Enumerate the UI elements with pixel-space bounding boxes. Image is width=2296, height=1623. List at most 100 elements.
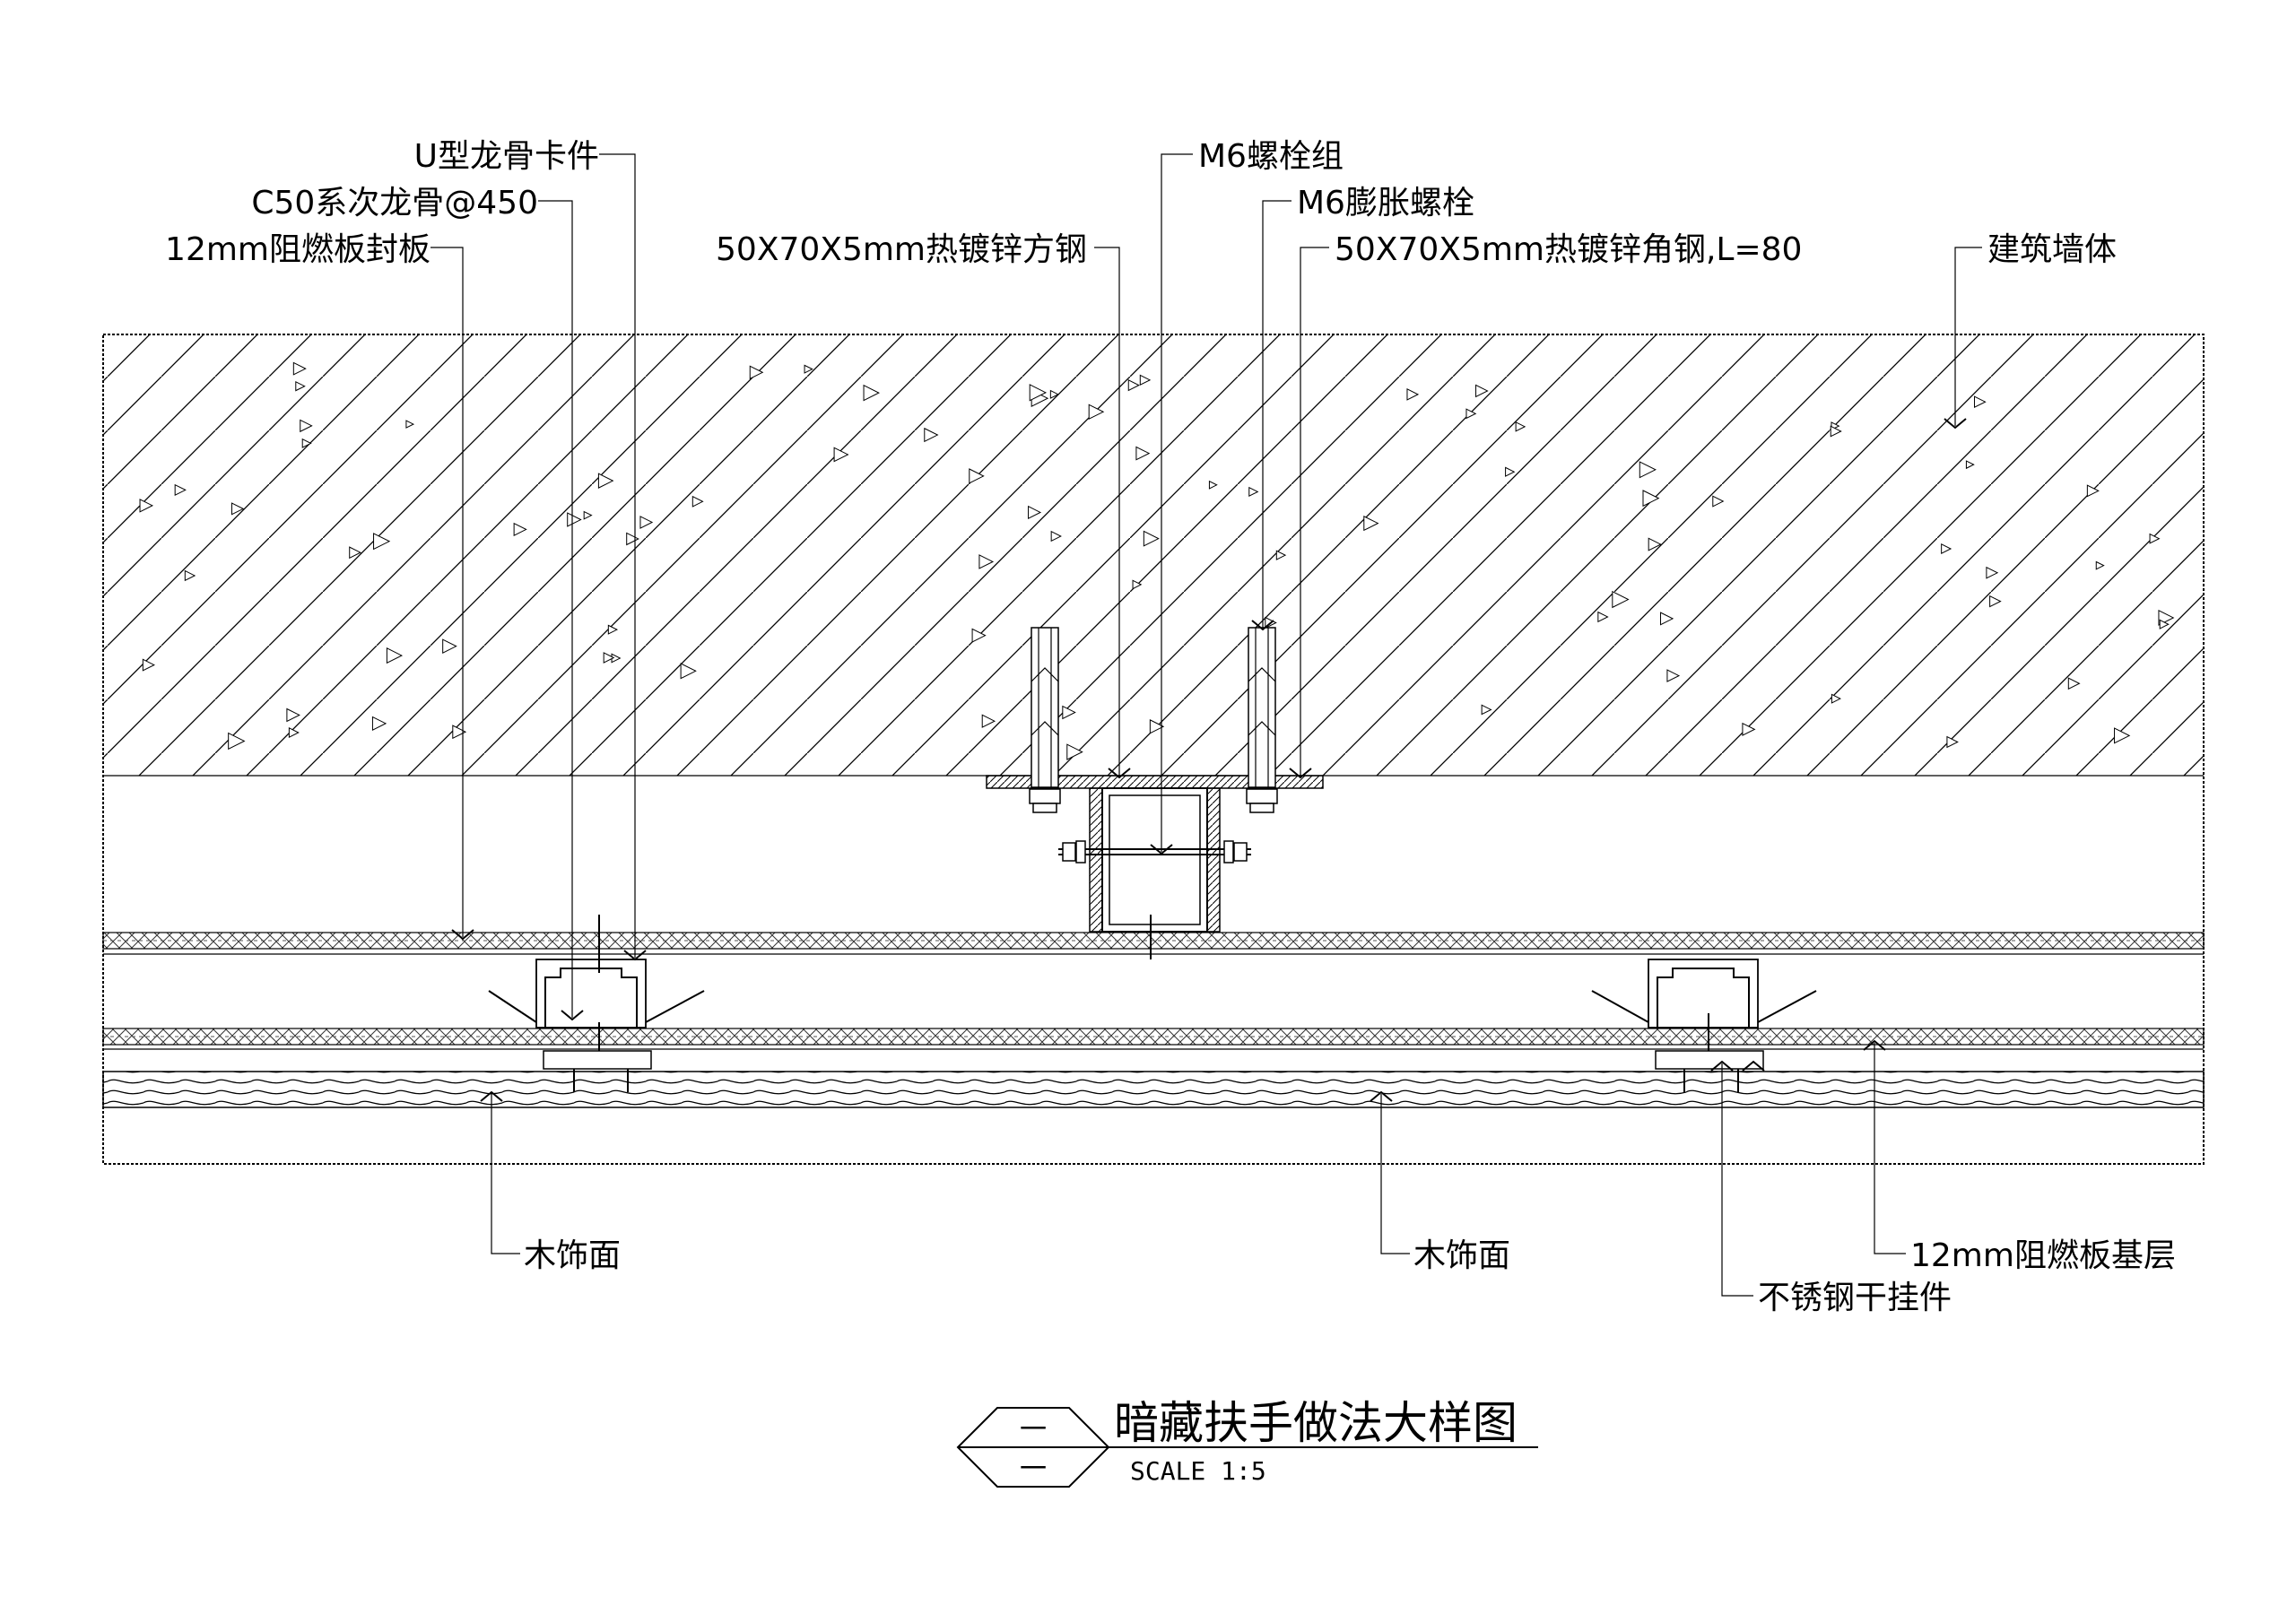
- drawing-frame: [102, 334, 2205, 1165]
- drawing-title: 暗藏扶手做法大样图: [1114, 1397, 1518, 1449]
- aggregate-mark: [1515, 421, 1526, 432]
- concrete-aggregate-marks: [139, 361, 2175, 760]
- aggregate-mark: [184, 569, 196, 582]
- label-board-base: 12mm阻燃板基层: [1910, 1237, 2176, 1274]
- aggregate-mark: [1066, 743, 1083, 760]
- aggregate-mark: [174, 483, 187, 497]
- aggregate-mark: [1612, 590, 1630, 609]
- aggregate-mark: [513, 522, 527, 536]
- aggregate-mark: [1208, 480, 1218, 490]
- aggregate-mark: [1830, 425, 1842, 438]
- aggregate-mark: [567, 512, 582, 527]
- aggregate-mark: [1143, 530, 1160, 547]
- aggregate-mark: [1648, 537, 1662, 551]
- label-square-steel: 50X70X5mm热镀锌方钢: [716, 231, 1087, 268]
- aggregate-mark: [286, 707, 300, 723]
- label-m6-expansion-bolt: M6膨胀螺栓: [1297, 185, 1474, 221]
- aggregate-mark: [288, 727, 300, 739]
- aggregate-mark: [749, 365, 764, 380]
- aggregate-mark: [680, 663, 697, 680]
- title-block: 一 一 暗藏扶手做法大样图 SCALE 1:5: [956, 1397, 1538, 1488]
- aggregate-mark: [626, 532, 639, 546]
- aggregate-mark: [442, 638, 457, 654]
- aggregate-mark: [1973, 395, 1987, 409]
- aggregate-mark: [2149, 533, 2161, 544]
- aggregate-mark: [1831, 693, 1841, 704]
- detail-number-bottom: 一: [1020, 1454, 1047, 1485]
- drawing-scale: SCALE 1:5: [1130, 1456, 1266, 1486]
- label-u-clip: U型龙骨卡件: [414, 138, 599, 175]
- label-wood-veneer-mid: 木饰面: [1413, 1237, 1510, 1274]
- aggregate-mark: [1028, 505, 1042, 519]
- aggregate-mark: [349, 546, 361, 560]
- aggregate-mark: [1135, 446, 1151, 461]
- aggregate-mark: [371, 716, 387, 731]
- aggregate-mark: [981, 714, 996, 728]
- wood-veneer-layer: [102, 1071, 2205, 1108]
- expansion-bolt-right: [1246, 627, 1278, 813]
- aggregate-mark: [1986, 566, 1999, 579]
- aggregate-mark: [969, 468, 985, 484]
- aggregate-mark: [1132, 579, 1143, 590]
- aggregate-mark: [2095, 560, 2105, 570]
- aggregate-mark: [639, 516, 654, 529]
- aggregate-mark: [300, 419, 313, 433]
- aggregate-mark: [1149, 719, 1165, 734]
- aggregate-mark: [228, 732, 246, 751]
- aggregate-mark: [1660, 612, 1674, 626]
- aggregate-mark: [1989, 595, 2002, 608]
- building-wall: [103, 334, 2204, 777]
- aggregate-mark: [230, 502, 245, 516]
- aggregate-mark: [1941, 543, 1952, 554]
- aggregate-mark: [603, 652, 615, 664]
- aggregate-mark: [1666, 669, 1681, 682]
- aggregate-mark: [1639, 461, 1657, 479]
- fire-retardant-board-base-layer: [102, 1028, 2205, 1046]
- aggregate-mark: [597, 473, 614, 489]
- aggregate-mark: [978, 554, 995, 569]
- aggregate-mark: [405, 420, 415, 429]
- fire-retardant-board-seal-layer: [102, 932, 2205, 950]
- aggregate-mark: [607, 624, 619, 635]
- aggregate-mark: [1248, 486, 1259, 498]
- aggregate-mark: [292, 361, 307, 376]
- aggregate-mark: [1597, 611, 1609, 623]
- aggregate-mark: [373, 533, 391, 551]
- aggregate-mark: [1029, 384, 1048, 402]
- aggregate-mark: [2114, 727, 2131, 744]
- square-steel-assembly: [986, 775, 1324, 959]
- aggregate-mark: [804, 364, 813, 374]
- aggregate-mark: [1712, 495, 1725, 508]
- aggregate-mark: [452, 725, 467, 740]
- aggregate-mark: [924, 427, 939, 443]
- aggregate-mark: [1481, 704, 1492, 716]
- label-wood-veneer-left: 木饰面: [524, 1237, 621, 1274]
- aggregate-mark: [1465, 408, 1477, 420]
- label-angle-steel: 50X70X5mm热镀锌角钢,L=80: [1335, 231, 1802, 268]
- aggregate-mark: [1642, 490, 1660, 508]
- label-steel-hanger: 不锈钢干挂件: [1758, 1280, 1952, 1316]
- aggregate-mark: [691, 495, 704, 508]
- aggregate-mark: [139, 499, 154, 513]
- aggregate-mark: [1505, 466, 1516, 477]
- aggregate-mark: [295, 380, 306, 392]
- keel-assembly-right: [1591, 959, 1817, 1092]
- keel-assembly-left: [488, 915, 705, 1092]
- aggregate-mark: [863, 384, 880, 402]
- aggregate-mark: [1062, 705, 1076, 720]
- aggregate-mark: [2086, 484, 2100, 498]
- aggregate-mark: [301, 438, 312, 448]
- aggregate-mark: [1475, 384, 1489, 398]
- aggregate-mark: [1049, 389, 1059, 399]
- aggregate-mark: [1946, 735, 1959, 749]
- aggregate-mark: [1363, 515, 1379, 532]
- aggregate-mark: [1050, 530, 1062, 542]
- aggregate-mark: [1742, 722, 1756, 736]
- expansion-bolt-left: [1029, 627, 1061, 813]
- label-building-wall: 建筑墙体: [1987, 231, 2117, 268]
- label-m6-bolt-group: M6螺栓组: [1198, 138, 1344, 175]
- aggregate-mark: [386, 647, 404, 664]
- aggregate-mark: [971, 628, 987, 643]
- detail-number-top: 一: [1020, 1414, 1047, 1445]
